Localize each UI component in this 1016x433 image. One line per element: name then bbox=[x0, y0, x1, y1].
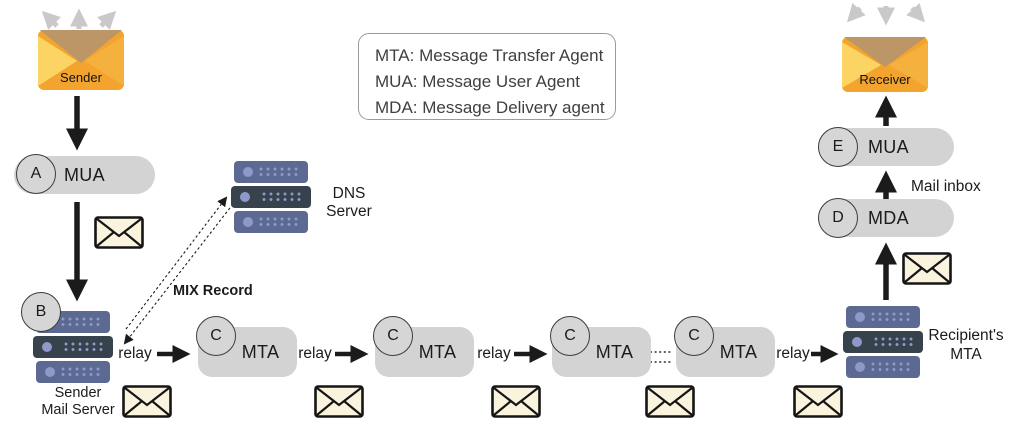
legend-box: MTA: Message Transfer Agent MUA: Message… bbox=[358, 33, 616, 120]
relay-label-4: relay bbox=[776, 345, 810, 362]
badge-b: B bbox=[21, 292, 61, 332]
receiver-envelope-icon: Receiver bbox=[842, 37, 928, 92]
envelope-icon bbox=[645, 385, 695, 418]
server-rack-unit bbox=[231, 186, 311, 208]
badge-c-4: C bbox=[674, 316, 714, 356]
dns-server-icon bbox=[231, 161, 311, 233]
envelope-icon bbox=[902, 252, 952, 285]
recipient-mta-label: Recipient's MTA bbox=[928, 327, 1004, 363]
server-dots-icon bbox=[874, 337, 914, 348]
legend-line-mda: MDA: Message Delivery agent bbox=[375, 98, 605, 117]
sender-fan-arrow-right-icon bbox=[97, 10, 117, 30]
server-rack-unit bbox=[36, 361, 110, 383]
mix-record-label: MIX Record bbox=[173, 283, 253, 299]
server-led-icon bbox=[42, 342, 52, 352]
server-rack-unit bbox=[843, 331, 923, 353]
server-rack-unit bbox=[846, 306, 920, 328]
server-rack-unit bbox=[846, 356, 920, 378]
badge-a: A bbox=[16, 154, 56, 194]
sender-label: Sender bbox=[60, 70, 102, 85]
envelope-icon bbox=[122, 385, 172, 418]
badge-c-3: C bbox=[550, 316, 590, 356]
envelope-icon bbox=[491, 385, 541, 418]
sender-envelope-icon: Sender bbox=[38, 30, 124, 90]
envelope-icon bbox=[793, 385, 843, 418]
badge-d: D bbox=[818, 198, 858, 238]
server-dots-icon bbox=[871, 362, 911, 373]
server-led-icon bbox=[45, 367, 55, 377]
mua-a-label: MUA bbox=[64, 164, 105, 185]
mta-label: MTA bbox=[719, 341, 758, 362]
server-dots-icon bbox=[259, 167, 299, 178]
relay-label-2: relay bbox=[298, 345, 332, 362]
legend-line-mta: MTA: Message Transfer Agent bbox=[375, 46, 604, 65]
mail-inbox-label: Mail inbox bbox=[911, 178, 981, 195]
server-led-icon bbox=[243, 167, 253, 177]
badge-c-2: C bbox=[373, 316, 413, 356]
receiver-fan-arrow-left-icon bbox=[846, 2, 866, 23]
mda-label: MDA bbox=[868, 207, 909, 228]
server-dots-icon bbox=[262, 192, 302, 203]
orange-envelope-graphic bbox=[842, 37, 928, 92]
sender-fan-arrow-left-icon bbox=[41, 10, 61, 30]
receiver-label: Receiver bbox=[859, 72, 911, 87]
legend-line-mua: MUA: Message User Agent bbox=[375, 72, 581, 91]
envelope-icon bbox=[314, 385, 364, 418]
receiver-fan-arrow-right-icon bbox=[906, 2, 926, 23]
sender-mail-server-label: Sender Mail Server bbox=[41, 385, 115, 418]
server-led-icon bbox=[240, 192, 250, 202]
server-rack-unit bbox=[234, 211, 308, 233]
server-led-icon bbox=[855, 312, 865, 322]
server-rack-unit bbox=[33, 336, 113, 358]
server-rack-unit bbox=[234, 161, 308, 183]
mta-box-1: MTA bbox=[198, 327, 297, 377]
badge-c-1: C bbox=[196, 316, 236, 356]
dns-server-label: DNS Server bbox=[326, 185, 372, 220]
server-dots-icon bbox=[871, 312, 911, 323]
orange-envelope-graphic bbox=[38, 30, 124, 90]
server-led-icon bbox=[855, 362, 865, 372]
mta-label: MTA bbox=[418, 341, 457, 362]
envelope-icon bbox=[94, 216, 144, 249]
mua-e-label: MUA bbox=[868, 136, 909, 157]
server-dots-icon bbox=[61, 317, 101, 328]
relay-label-3: relay bbox=[477, 345, 511, 362]
server-led-icon bbox=[243, 217, 253, 227]
badge-e: E bbox=[818, 127, 858, 167]
server-led-icon bbox=[852, 337, 862, 347]
server-dots-icon bbox=[64, 342, 104, 353]
server-dots-icon bbox=[259, 217, 299, 228]
mta-label: MTA bbox=[241, 341, 280, 362]
recipient-mta-server-icon bbox=[843, 306, 923, 378]
mta-label: MTA bbox=[595, 341, 634, 362]
sender-mail-server-icon bbox=[33, 311, 113, 383]
server-dots-icon bbox=[61, 367, 101, 378]
relay-label-1: relay bbox=[118, 345, 152, 362]
